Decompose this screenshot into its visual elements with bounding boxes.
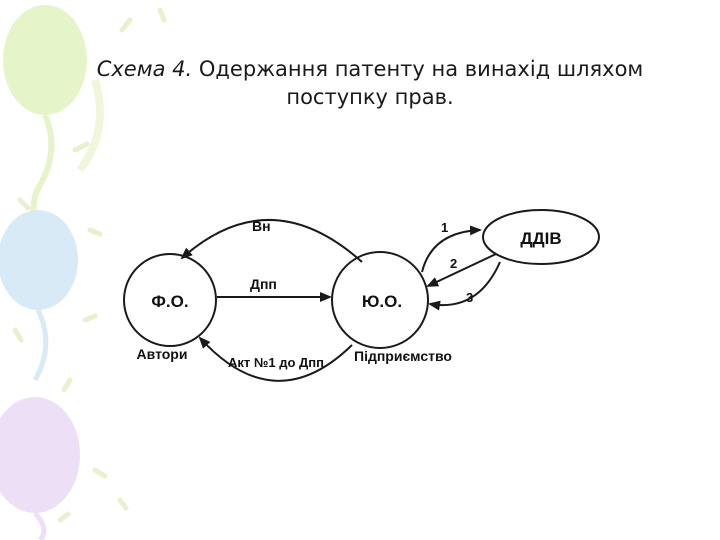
node-ddiv <box>482 209 600 265</box>
balloon-string <box>76 78 104 173</box>
title-line-1: Одержання патенту на винахід шляхом <box>198 57 644 81</box>
balloon-pink-icon <box>0 397 80 513</box>
balloon-blue-icon <box>0 210 78 310</box>
node-fo-label: Ф.О. <box>151 292 188 311</box>
edge-1-arrow <box>421 225 482 273</box>
slide-title: Схема 4. Одержання патенту на винахід шл… <box>40 55 700 111</box>
node-yuo <box>331 251 429 349</box>
edge-2-arrow <box>426 253 497 287</box>
edge-3-label: 3 <box>466 290 473 305</box>
edge-3-arrow <box>428 261 501 311</box>
title-line-2: поступку прав. <box>286 85 454 109</box>
balloon-green-icon <box>3 5 87 115</box>
edge-akt-label: Акт №1 до Дпп <box>228 355 324 370</box>
node-yuo-label: Ю.О. <box>362 292 402 311</box>
node-fo <box>123 253 217 347</box>
balloon-string <box>32 308 49 382</box>
edge-vn-label: Вн <box>252 218 271 234</box>
edge-vn-arrow <box>180 219 363 263</box>
edge-dpp-label: Дпп <box>250 276 277 292</box>
edge-akt-arrow <box>198 336 353 382</box>
node-yuo-caption: Підприємство <box>354 348 452 364</box>
edge-1-label: 1 <box>441 220 448 235</box>
confetti <box>12 7 167 523</box>
edge-2-label: 2 <box>450 256 457 271</box>
node-fo-caption: Автори <box>137 346 188 362</box>
balloon-string <box>33 511 47 540</box>
node-ddiv-label: ДДІВ <box>520 229 561 248</box>
scheme-number: Схема 4. <box>96 57 193 81</box>
